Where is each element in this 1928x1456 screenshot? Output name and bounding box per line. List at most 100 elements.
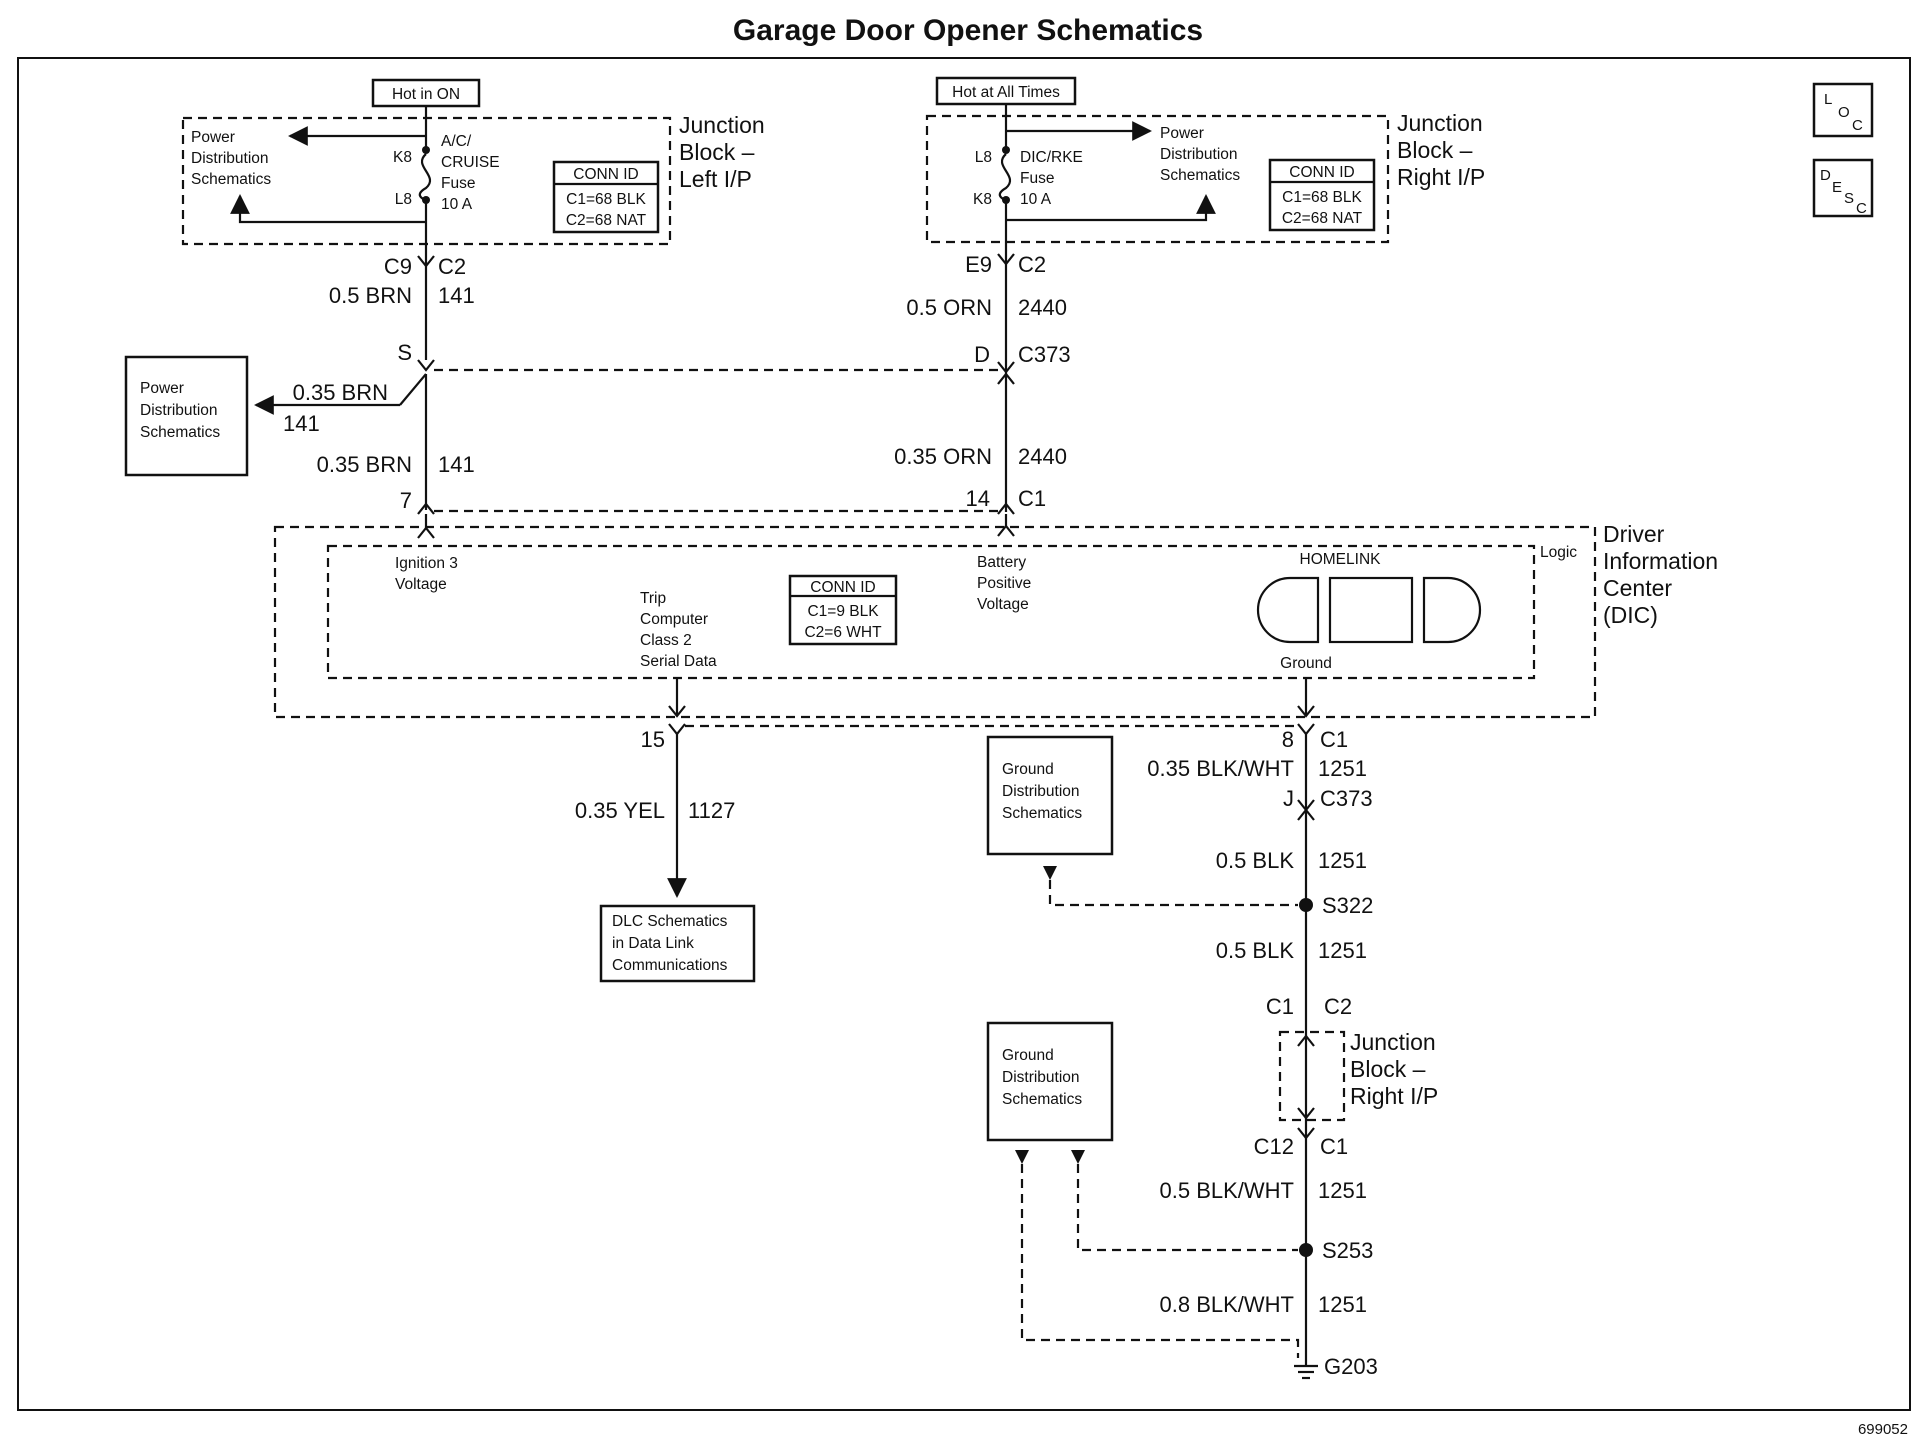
svg-text:Distribution: Distribution <box>1002 1069 1080 1086</box>
hot-at-all-times-tag: Hot at All Times <box>952 84 1060 101</box>
svg-text:14: 14 <box>966 486 990 511</box>
svg-text:C2=6 WHT: C2=6 WHT <box>804 624 882 641</box>
svg-text:0.5 BRN: 0.5 BRN <box>329 283 412 308</box>
junction-block-left: Hot in ON K8 L8 A/C/ CRUISE Fuse 10 A Po… <box>181 78 765 246</box>
svg-text:Schematics: Schematics <box>140 424 220 441</box>
svg-text:C2=68 NAT: C2=68 NAT <box>1282 210 1363 227</box>
svg-text:(DIC): (DIC) <box>1603 602 1658 628</box>
svg-text:DLC Schematics: DLC Schematics <box>612 913 728 930</box>
svg-text:Driver: Driver <box>1603 521 1665 547</box>
homelink-module-icon <box>1256 576 1482 644</box>
svg-text:141: 141 <box>438 283 475 308</box>
svg-text:7: 7 <box>400 488 412 513</box>
svg-text:Voltage: Voltage <box>977 596 1029 613</box>
svg-text:Class 2: Class 2 <box>640 632 692 649</box>
driver-information-center: Driver Information Center (DIC) Logic Ig… <box>273 521 1718 719</box>
svg-text:C373: C373 <box>1018 342 1071 367</box>
svg-text:0.35 ORN: 0.35 ORN <box>894 444 992 469</box>
svg-text:S322: S322 <box>1322 893 1373 918</box>
svg-text:Voltage: Voltage <box>395 576 447 593</box>
svg-text:S: S <box>1844 190 1854 207</box>
svg-text:Ground: Ground <box>1002 761 1054 778</box>
svg-text:C1=9 BLK: C1=9 BLK <box>807 603 879 620</box>
fuse-symbol <box>418 153 432 202</box>
desc-icon[interactable]: D E S C <box>1812 158 1874 218</box>
ground-symbol-icon <box>1294 1364 1318 1380</box>
svg-text:Junction: Junction <box>1350 1029 1436 1055</box>
svg-text:2440: 2440 <box>1018 295 1067 320</box>
svg-text:1251: 1251 <box>1318 1178 1367 1203</box>
svg-text:0.35 BRN: 0.35 BRN <box>317 452 412 477</box>
svg-text:Schematics: Schematics <box>1002 805 1082 822</box>
svg-text:CONN ID: CONN ID <box>573 166 638 183</box>
svg-text:141: 141 <box>283 411 320 436</box>
svg-text:Ground: Ground <box>1002 1047 1054 1064</box>
svg-text:141: 141 <box>438 452 475 477</box>
circuit-141: C9 C2 0.5 BRN 141 S 0.35 BRN 141 Power D… <box>124 244 475 539</box>
svg-text:C1: C1 <box>1320 1134 1348 1159</box>
svg-text:CRUISE: CRUISE <box>441 154 500 171</box>
svg-text:Block –: Block – <box>679 139 755 165</box>
svg-text:0.5 BLK/WHT: 0.5 BLK/WHT <box>1160 1178 1294 1203</box>
svg-text:Distribution: Distribution <box>1160 146 1238 163</box>
svg-text:0.5 BLK: 0.5 BLK <box>1216 938 1295 963</box>
hot-in-on-tag: Hot in ON <box>392 86 460 103</box>
svg-text:G203: G203 <box>1324 1354 1378 1379</box>
svg-text:Power: Power <box>1160 125 1204 142</box>
fuse-symbol-right <box>998 153 1012 202</box>
svg-text:Power: Power <box>140 380 184 397</box>
svg-text:in Data Link: in Data Link <box>612 935 694 952</box>
svg-text:0.35 YEL: 0.35 YEL <box>575 798 665 823</box>
svg-text:0.35 BLK/WHT: 0.35 BLK/WHT <box>1147 756 1294 781</box>
svg-text:Distribution: Distribution <box>1002 783 1080 800</box>
svg-text:Center: Center <box>1603 575 1672 601</box>
svg-text:CONN ID: CONN ID <box>810 579 875 596</box>
svg-text:K8: K8 <box>973 191 992 208</box>
circuit-1251: 8 C1 0.35 BLK/WHT 1251 J C373 0.5 BLK 12… <box>986 723 1438 1380</box>
svg-text:C2: C2 <box>438 254 466 279</box>
svg-text:L8: L8 <box>975 149 992 166</box>
svg-text:HOMELINK: HOMELINK <box>1300 551 1382 568</box>
svg-text:Schematics: Schematics <box>1002 1091 1082 1108</box>
svg-text:Junction: Junction <box>679 112 765 138</box>
svg-text:C1=68 BLK: C1=68 BLK <box>1282 189 1362 206</box>
svg-text:C12: C12 <box>1254 1134 1294 1159</box>
svg-text:Communications: Communications <box>612 957 728 974</box>
svg-text:0.8 BLK/WHT: 0.8 BLK/WHT <box>1160 1292 1294 1317</box>
svg-text:Schematics: Schematics <box>191 171 271 188</box>
svg-text:D: D <box>1820 167 1831 184</box>
svg-text:L8: L8 <box>395 191 412 208</box>
svg-text:S253: S253 <box>1322 1238 1373 1263</box>
svg-text:C373: C373 <box>1320 786 1373 811</box>
junction-block-right: Hot at All Times L8 K8 DIC/RKE Fuse 10 A… <box>925 76 1485 244</box>
svg-text:K8: K8 <box>393 149 412 166</box>
svg-text:Ignition 3: Ignition 3 <box>395 555 458 572</box>
svg-text:15: 15 <box>641 727 665 752</box>
svg-text:0.5 BLK: 0.5 BLK <box>1216 848 1295 873</box>
svg-text:1251: 1251 <box>1318 756 1367 781</box>
svg-text:L: L <box>1824 91 1832 108</box>
svg-text:Fuse: Fuse <box>441 175 475 192</box>
svg-text:DIC/RKE: DIC/RKE <box>1020 149 1083 166</box>
figure-number: 699052 <box>1858 1421 1908 1438</box>
loc-icon[interactable]: L O C <box>1812 82 1874 138</box>
svg-text:Ground: Ground <box>1280 655 1332 672</box>
svg-text:Logic: Logic <box>1540 544 1577 561</box>
svg-text:Distribution: Distribution <box>140 402 218 419</box>
svg-text:Distribution: Distribution <box>191 150 269 167</box>
svg-text:C2: C2 <box>1324 994 1352 1019</box>
svg-text:8: 8 <box>1282 727 1294 752</box>
svg-text:1251: 1251 <box>1318 1292 1367 1317</box>
svg-text:C1: C1 <box>1320 727 1348 752</box>
svg-text:E: E <box>1832 179 1842 196</box>
svg-text:10 A: 10 A <box>441 196 473 213</box>
diagram-frame <box>17 57 1911 1411</box>
svg-text:1127: 1127 <box>688 798 735 823</box>
svg-text:Right I/P: Right I/P <box>1397 164 1485 190</box>
svg-text:C9: C9 <box>384 254 412 279</box>
svg-text:D: D <box>974 342 990 367</box>
svg-text:CONN ID: CONN ID <box>1289 164 1354 181</box>
svg-text:C2=68 NAT: C2=68 NAT <box>566 212 647 229</box>
svg-text:1251: 1251 <box>1318 938 1367 963</box>
